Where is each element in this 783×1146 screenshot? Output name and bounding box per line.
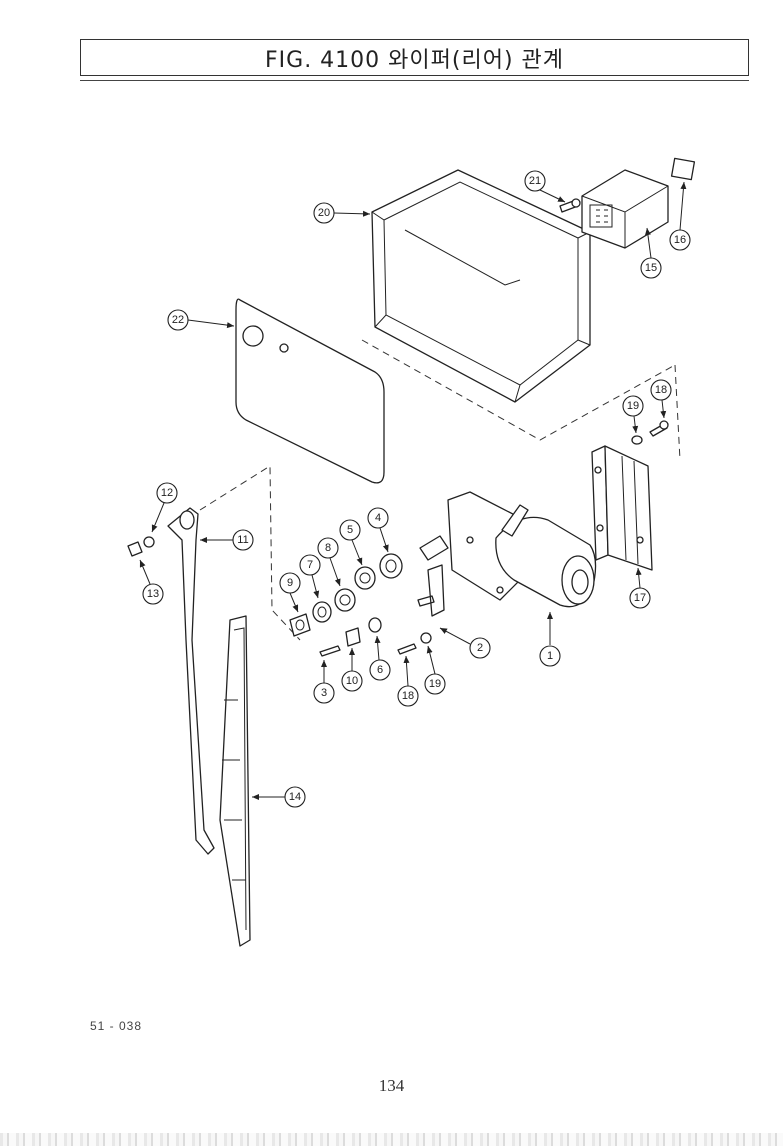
page-title: FIG. 4100 와이퍼(리어) 관계 [265, 47, 564, 73]
svg-text:18: 18 [402, 690, 414, 702]
callout-8: 8 [317, 537, 341, 587]
callout-4: 4 [367, 507, 389, 553]
callout-21: 21 [524, 170, 566, 203]
callout-7: 7 [299, 554, 321, 599]
svg-text:13: 13 [147, 588, 159, 600]
wiper-arm [167, 507, 215, 855]
svg-text:5: 5 [347, 524, 353, 536]
mounting-bracket [591, 445, 653, 571]
svg-text:3: 3 [321, 687, 327, 699]
svg-text:1: 1 [547, 650, 553, 662]
callout-16: 16 [669, 181, 691, 251]
connector-relay [581, 169, 669, 249]
screw-21 [559, 198, 581, 213]
svg-text:19: 19 [627, 400, 639, 412]
callout-6: 6 [369, 635, 391, 681]
wiper-motor [419, 491, 597, 608]
callout-5: 5 [339, 519, 363, 566]
callout-17: 17 [629, 567, 651, 609]
svg-text:4: 4 [375, 512, 381, 524]
callout-3: 3 [313, 660, 335, 704]
svg-text:21: 21 [529, 175, 541, 187]
bolt-18-upper [649, 420, 669, 437]
page-number: 134 [378, 1076, 405, 1095]
svg-text:22: 22 [172, 314, 184, 326]
wiper-cover-box [371, 169, 591, 403]
callout-19-lower: 19 [424, 645, 446, 695]
svg-text:6: 6 [377, 664, 383, 676]
callout-2: 2 [439, 627, 491, 659]
svg-text:2: 2 [477, 642, 483, 654]
callout-12: 12 [151, 482, 178, 533]
callout-1: 1 [539, 612, 561, 667]
callout-18-upper: 18 [650, 379, 672, 419]
svg-text:14: 14 [289, 791, 301, 803]
callout-11: 11 [200, 529, 254, 551]
svg-text:18: 18 [655, 384, 667, 396]
svg-text:12: 12 [161, 487, 173, 499]
nut-13 [127, 541, 143, 557]
title-underline [80, 80, 749, 81]
callout-19-upper: 19 [622, 395, 644, 434]
callout-20: 20 [313, 202, 371, 224]
svg-text:10: 10 [346, 675, 358, 687]
callout-18-lower: 18 [397, 655, 419, 707]
drawing-code: 51 - 038 [90, 1019, 143, 1033]
callout-13: 13 [139, 559, 164, 605]
svg-text:15: 15 [645, 262, 657, 274]
svg-text:17: 17 [634, 592, 646, 604]
svg-text:16: 16 [674, 234, 686, 246]
washer-stack [289, 553, 432, 657]
svg-text:20: 20 [318, 207, 330, 219]
svg-text:11: 11 [237, 534, 248, 546]
callout-14: 14 [252, 786, 306, 808]
svg-text:7: 7 [307, 559, 313, 571]
title-box [80, 39, 749, 76]
wiper-blade [219, 615, 251, 947]
callout-10: 10 [341, 648, 363, 692]
connector-pad [670, 157, 696, 181]
callout-22: 22 [167, 309, 235, 331]
assembly-dashed-lines [199, 339, 681, 641]
scan-edge-strip [0, 1133, 783, 1146]
washer-19-upper [631, 435, 643, 445]
motor-bracket [417, 564, 445, 617]
callout-9: 9 [279, 572, 301, 613]
svg-text:19: 19 [429, 678, 441, 690]
gasket-plate [235, 298, 385, 484]
washer-12 [143, 536, 155, 548]
callout-15: 15 [640, 227, 662, 279]
svg-text:8: 8 [325, 542, 331, 554]
svg-text:9: 9 [287, 577, 293, 589]
